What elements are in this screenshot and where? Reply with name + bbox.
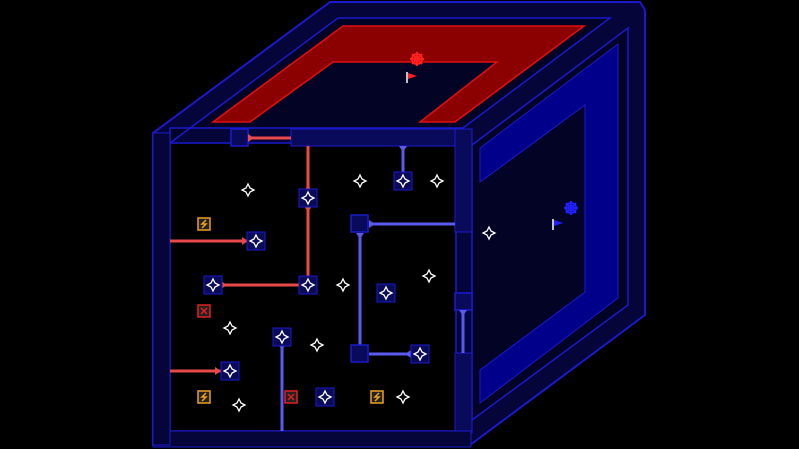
boxed-star [220, 361, 240, 381]
boxed-star [376, 283, 396, 303]
boxed-stars[interactable] [203, 171, 430, 407]
cross-icon [284, 390, 298, 404]
cross-tiles[interactable] [197, 304, 298, 404]
free-stars[interactable] [222, 173, 497, 413]
red-beams [170, 136, 310, 373]
boxed-star [272, 327, 292, 347]
lightning-icon [197, 390, 211, 404]
star [481, 225, 497, 241]
star [222, 320, 238, 336]
blue-flag-icon [552, 219, 563, 230]
star [429, 173, 445, 189]
lightning-tiles[interactable] [197, 217, 384, 404]
boxed-star [246, 231, 266, 251]
wall-bottom-bar [152, 430, 472, 448]
right-face-blue-wall [479, 42, 619, 405]
cross-icon [197, 304, 211, 318]
emitter-blocks [230, 128, 473, 363]
wall-right-lower [454, 352, 473, 434]
star [335, 277, 351, 293]
boxed-star [410, 344, 430, 364]
wall-right-upper [454, 128, 473, 233]
boxed-star [393, 171, 413, 191]
star [240, 182, 256, 198]
red-gear-icon [410, 52, 424, 66]
star [395, 389, 411, 405]
star [231, 397, 247, 413]
lightning-icon [370, 390, 384, 404]
blue-gear-icon [564, 201, 578, 215]
star [421, 268, 437, 284]
red-flag-icon [406, 72, 417, 83]
boxed-star [315, 387, 335, 407]
wall-top-bar [290, 128, 472, 147]
boxed-star [203, 275, 223, 295]
star [309, 337, 325, 353]
lightning-icon [197, 217, 211, 231]
star [352, 173, 368, 189]
boxed-star [298, 188, 318, 208]
top-face-red-wall [210, 25, 587, 123]
boxed-star [298, 275, 318, 295]
wall-left-bar [152, 132, 171, 446]
